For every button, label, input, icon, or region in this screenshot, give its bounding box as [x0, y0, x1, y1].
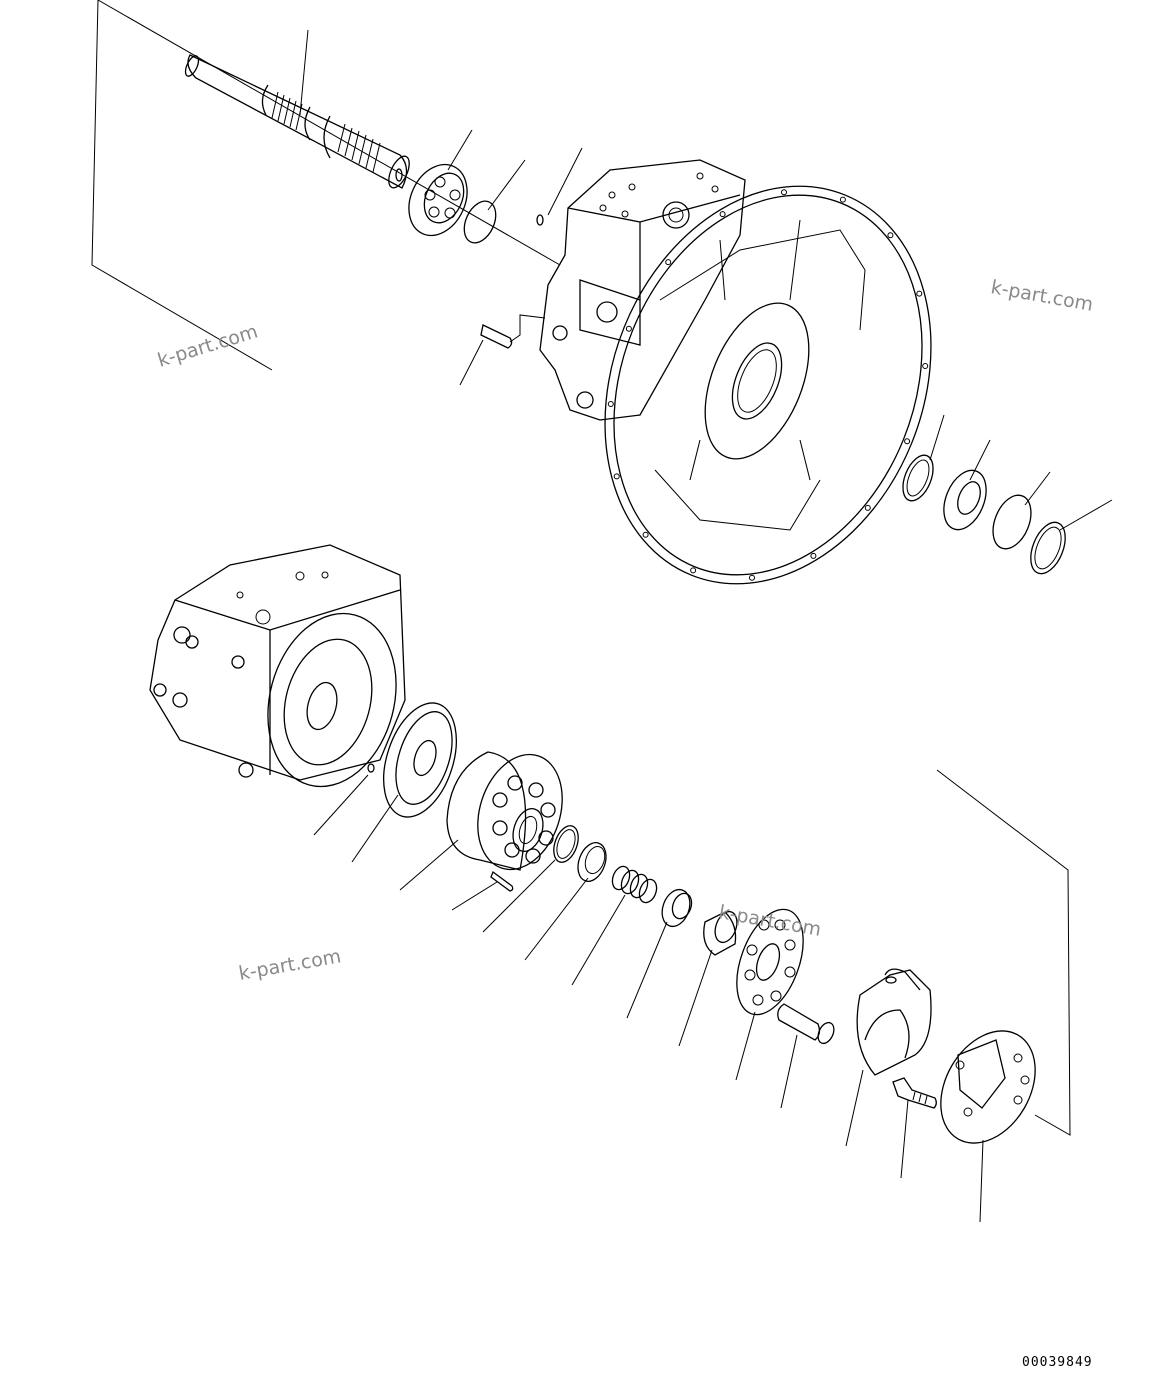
bolt-hole: [607, 401, 614, 407]
upper-frame-lines: [91, 0, 561, 371]
flange-bolt-holes: [607, 189, 929, 581]
bolt-hole: [839, 196, 846, 203]
bolt-hole: [665, 259, 672, 266]
mounting-bolt: [892, 1077, 937, 1109]
center-spring: [611, 865, 658, 904]
snap-ring: [463, 200, 497, 244]
spherical-bushing: [703, 910, 738, 956]
dowel-pin: [480, 314, 546, 349]
bolt-hole: [690, 567, 697, 574]
watermark-lower-left: k-part.com: [237, 945, 343, 985]
flywheel-housing-flange: [604, 185, 932, 585]
guide-pin: [490, 870, 514, 892]
bolt-hole: [625, 325, 632, 332]
bolt-hole: [864, 504, 871, 511]
bolt-hole: [749, 574, 755, 581]
small-pin: [367, 763, 375, 773]
drawing-code: 00039849: [1022, 1355, 1093, 1370]
watermark-left: k-part.com: [155, 320, 260, 371]
bolt-hole: [810, 552, 817, 559]
lower-frame-lines: [936, 769, 1071, 1136]
leader-lines: [299, 29, 1113, 1223]
valve-plate: [383, 702, 457, 818]
bolt-hole: [887, 232, 894, 239]
oil-seal: [943, 469, 987, 531]
lower-pump-housing: [149, 544, 406, 788]
rear-snap-ring: [902, 454, 934, 502]
o-ring-small: [536, 214, 544, 226]
spacer-ring: [992, 494, 1032, 550]
lower-snap-ring: [553, 825, 579, 863]
spring-collar: [577, 842, 607, 882]
swash-plate: [856, 968, 932, 1076]
shaft-bearing: [408, 163, 468, 237]
retaining-ring: [1030, 521, 1066, 575]
bushing: [661, 888, 693, 928]
bolt-hole: [613, 473, 620, 480]
upper-pump-housing: [539, 159, 746, 421]
drive-shaft: [184, 54, 410, 189]
servo-piston: [777, 1003, 835, 1045]
bolt-hole: [904, 438, 911, 445]
bolt-hole: [781, 189, 787, 196]
shoe-support: [940, 1030, 1036, 1144]
bolt-hole: [642, 531, 649, 538]
watermark-right: k-part.com: [989, 276, 1095, 316]
retainer-plate: [736, 908, 804, 1016]
bolt-hole: [922, 363, 929, 369]
bolt-hole: [719, 211, 726, 218]
bolt-hole: [916, 290, 923, 297]
cylinder-block: [446, 751, 563, 871]
